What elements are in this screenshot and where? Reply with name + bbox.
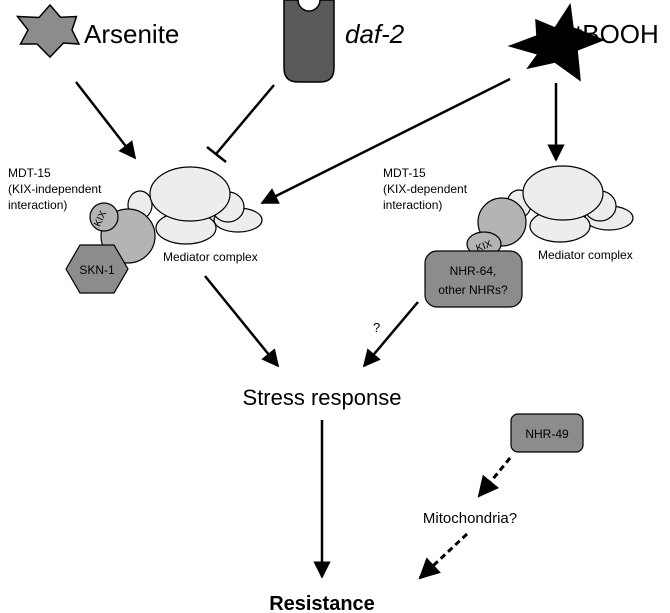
right-mdt15-title: MDT-15 bbox=[383, 166, 426, 180]
question-mark: ? bbox=[373, 320, 380, 335]
resistance-label: Resistance bbox=[269, 593, 375, 613]
left-skn1-label: SKN-1 bbox=[79, 263, 115, 277]
arrow-left-complex-to-stress bbox=[204, 275, 280, 368]
nhr49-box bbox=[510, 413, 584, 453]
left-kix-domain bbox=[89, 202, 119, 232]
left-mediator-complex bbox=[127, 166, 263, 245]
stress-response-label: Stress response bbox=[243, 385, 402, 410]
arsenite-label: Arsenite bbox=[84, 19, 179, 49]
arrow-arsenite-to-left-complex bbox=[75, 81, 137, 160]
left-mdt15-subtitle-2: interaction) bbox=[8, 198, 67, 212]
daf2-label: daf-2 bbox=[345, 19, 405, 49]
arrow-tbooh-to-left-complex bbox=[260, 77, 511, 205]
right-mediator-label: Mediator complex bbox=[538, 248, 633, 262]
left-mediator-label: Mediator complex bbox=[163, 250, 258, 264]
right-mdt15-subtitle-2: interaction) bbox=[383, 198, 442, 212]
right-mediator-complex bbox=[506, 165, 634, 243]
mitochondria-label: Mitochondria? bbox=[423, 510, 517, 527]
inhibition-daf2-line bbox=[215, 84, 275, 155]
right-nhr64-label-line1: NHR-64, bbox=[450, 264, 497, 278]
arsenite-star-icon bbox=[15, 3, 81, 59]
right-mdt15-subtitle: (KIX-dependent bbox=[383, 182, 468, 196]
dashed-arrow-mitochondria-to-resistance bbox=[418, 532, 469, 580]
left-mdt15-title: MDT-15 bbox=[8, 166, 51, 180]
nhr49-label: NHR-49 bbox=[525, 427, 569, 441]
left-skn1-hexagon bbox=[65, 244, 129, 294]
tbooh-label: tBOOH bbox=[575, 19, 659, 49]
tbooh-star-icon bbox=[507, 2, 606, 82]
daf2-receptor-icon bbox=[283, 0, 335, 83]
right-nhr64-box bbox=[424, 250, 523, 308]
arrow-right-complex-to-stress bbox=[362, 301, 419, 368]
inhibition-daf2-bar bbox=[206, 146, 227, 163]
right-nhr64-label-line2: other NHRs? bbox=[438, 283, 508, 297]
left-mdt15-subtitle: (KIX-independent bbox=[8, 182, 102, 196]
dashed-arrow-nhr49-to-mitochondria bbox=[477, 457, 512, 498]
